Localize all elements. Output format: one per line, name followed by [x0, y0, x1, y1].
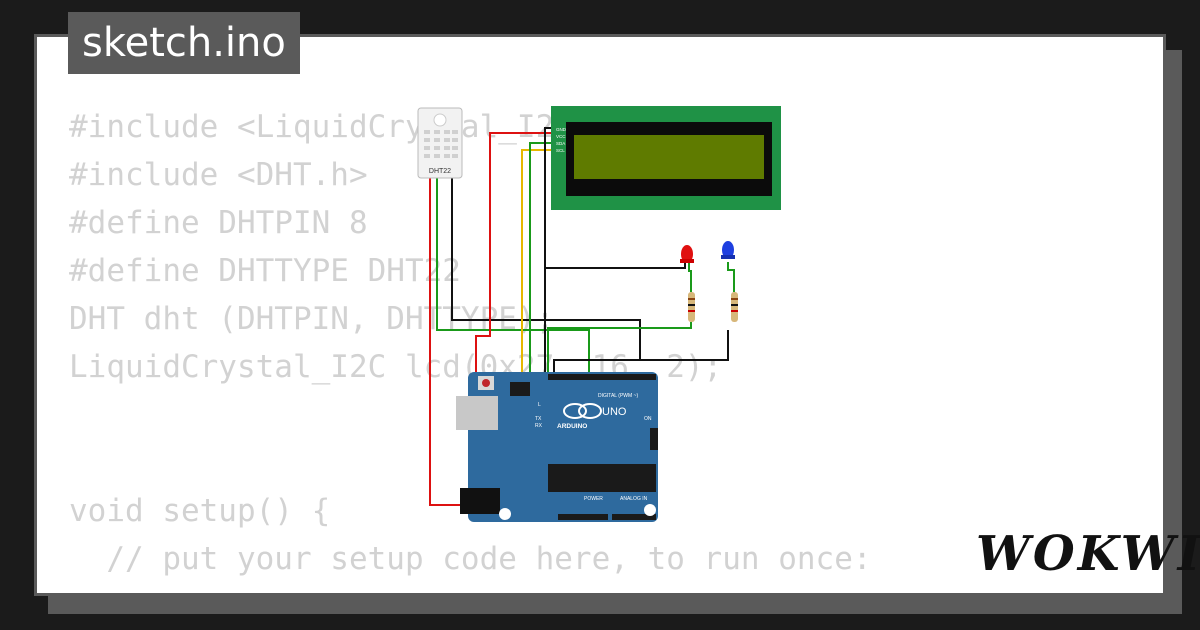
wire-black-lcd — [544, 127, 552, 372]
wire-black-sensor — [451, 178, 641, 372]
mount-hole — [644, 504, 656, 516]
mount-hole — [499, 508, 511, 520]
arduino-logo-right — [578, 403, 602, 419]
resistor-1-body — [688, 292, 695, 322]
dht22-sensor[interactable]: DHT22 — [417, 107, 463, 179]
sensor-grille — [424, 130, 458, 158]
resistor-2-body — [731, 292, 738, 322]
wire-yellow-lcd — [521, 149, 552, 372]
lcd-pin-vcc: VCC — [556, 134, 566, 139]
board-brand-label: ARDUINO — [557, 423, 587, 430]
lcd-pin-sda: SDA — [556, 141, 565, 146]
code-line: void setup() { — [69, 493, 331, 529]
resistor-1[interactable] — [688, 292, 695, 322]
code-line: #define DHTPIN 8 — [69, 205, 368, 241]
l-label: L — [538, 402, 541, 408]
arduino-uno-board[interactable]: UNO ARDUINO DIGITAL (PWM ~) POWER ANALOG… — [456, 372, 658, 522]
red-led[interactable] — [680, 245, 694, 263]
usb-port — [456, 396, 498, 430]
analog-header — [612, 514, 656, 520]
blue-led-base — [721, 255, 735, 259]
power-header — [558, 514, 608, 520]
wire-black-led-gnd — [545, 262, 686, 269]
power-jack — [460, 488, 500, 514]
lcd-pin-scl: SCL — [556, 148, 565, 153]
sensor-label: DHT22 — [429, 168, 451, 175]
sensor-mount-hole — [433, 113, 447, 127]
wokwi-logo: WOKWI — [976, 526, 1200, 582]
blue-led[interactable] — [721, 241, 735, 259]
code-line: #define DHTTYPE DHT22 — [69, 253, 461, 289]
resistor-2[interactable] — [731, 292, 738, 322]
wire-black-blue — [600, 330, 729, 361]
lcd-pin-gnd: GND — [556, 127, 567, 132]
icsp-header — [510, 382, 530, 396]
digital-header — [548, 374, 656, 380]
power-label: POWER — [584, 496, 603, 502]
sensor-body — [417, 107, 463, 179]
on-label: ON — [644, 416, 652, 422]
microcontroller-chip — [548, 464, 656, 492]
wire-green-red-led — [547, 322, 692, 372]
analog-label: ANALOG IN — [620, 496, 648, 502]
tx-label: TX — [535, 416, 542, 422]
arduino-logo-left — [563, 403, 587, 419]
wire-green-sensor — [436, 178, 590, 372]
wires — [429, 127, 735, 513]
red-led-bulb — [681, 245, 693, 263]
code-line: #include <DHT.h> — [69, 157, 368, 193]
icsp2-header — [650, 428, 658, 450]
lcd-screen — [574, 135, 764, 179]
file-name-tab[interactable]: sketch.ino — [68, 12, 300, 74]
wire-led-blue-gnd — [727, 262, 735, 292]
blue-led-bulb — [722, 241, 734, 259]
red-led-base — [680, 259, 694, 263]
digital-label: DIGITAL (PWM ~) — [598, 393, 638, 399]
code-line: // put your setup code here, to run once… — [69, 541, 872, 577]
code-line: Serial.begin(9600); — [69, 583, 872, 593]
lcd-display[interactable]: GND VCC SDA SCL — [551, 106, 781, 210]
board-model-label: UNO — [602, 406, 627, 418]
rx-label: RX — [535, 423, 543, 429]
